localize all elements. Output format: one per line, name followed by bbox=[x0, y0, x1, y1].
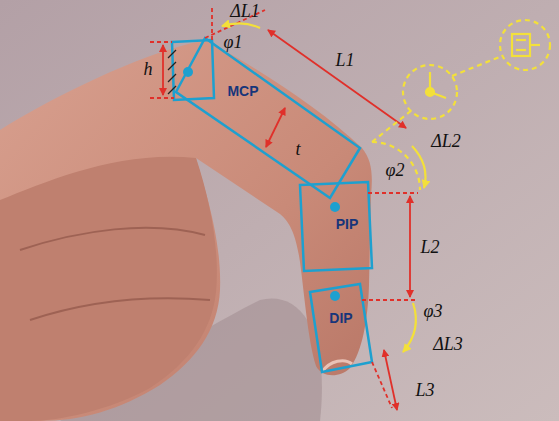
dimension-extension bbox=[150, 41, 172, 43]
joint-name: MCP bbox=[227, 84, 258, 99]
clock-hand bbox=[429, 72, 431, 92]
joint-name: PIP bbox=[336, 217, 359, 232]
dimension-extension bbox=[150, 97, 174, 99]
clock-icon-circle bbox=[403, 65, 457, 119]
finger-crease bbox=[20, 228, 205, 250]
l2-dimension-arrow bbox=[409, 196, 411, 297]
dimension-symbol: t bbox=[295, 140, 300, 160]
ground-hatch bbox=[168, 50, 176, 58]
dip-joint-dot bbox=[330, 291, 340, 301]
hand-skin bbox=[0, 40, 372, 421]
dimension-extension bbox=[368, 192, 418, 194]
l1-dimension-arrow bbox=[268, 30, 406, 128]
delta-l1-arrow bbox=[222, 23, 260, 28]
angle-symbol: φ3 bbox=[424, 302, 443, 322]
middle-link bbox=[300, 182, 372, 271]
dimension-symbol: L2 bbox=[420, 238, 439, 258]
dimension-symbol: h bbox=[144, 60, 153, 80]
dimension-extension bbox=[362, 299, 416, 301]
actuator-detail bbox=[516, 49, 526, 51]
joint-name: DIP bbox=[329, 311, 352, 326]
t-dimension-arrow bbox=[266, 108, 285, 147]
base-frame bbox=[172, 40, 214, 100]
proximal-link bbox=[176, 38, 360, 198]
dimension-symbol: L3 bbox=[415, 381, 434, 401]
delta-l3-arrow bbox=[403, 303, 416, 352]
dimension-symbol: L1 bbox=[335, 51, 354, 71]
clock-hand bbox=[430, 92, 446, 98]
icon-leader bbox=[372, 110, 412, 142]
ground-hatch bbox=[168, 86, 176, 94]
dimension-symbol: ΔL1 bbox=[230, 2, 260, 22]
actuator-rod bbox=[530, 44, 540, 46]
distal-link bbox=[310, 284, 372, 372]
angle-symbol: φ2 bbox=[386, 161, 405, 181]
folded-fingers bbox=[0, 157, 217, 421]
pip-joint-dot bbox=[330, 202, 340, 212]
h-dimension-arrow bbox=[162, 45, 164, 95]
actuator-icon-circle bbox=[500, 20, 550, 70]
angle-symbol: φ1 bbox=[224, 33, 243, 53]
actuator-body bbox=[512, 34, 530, 56]
mcp-joint-dot bbox=[183, 67, 193, 77]
ground-hatch bbox=[168, 62, 176, 70]
angle-extension bbox=[211, 8, 213, 40]
dimension-symbol: ΔL2 bbox=[431, 132, 461, 152]
l3-dimension-arrow bbox=[384, 350, 397, 410]
icon-leader bbox=[452, 56, 502, 76]
delta-l2-arrow bbox=[412, 146, 426, 188]
phi2-arc bbox=[372, 142, 420, 190]
actuator-detail bbox=[516, 39, 526, 41]
dimension-symbol: ΔL3 bbox=[433, 335, 463, 355]
finger-crease bbox=[30, 298, 210, 320]
ground-hatch bbox=[168, 74, 176, 82]
